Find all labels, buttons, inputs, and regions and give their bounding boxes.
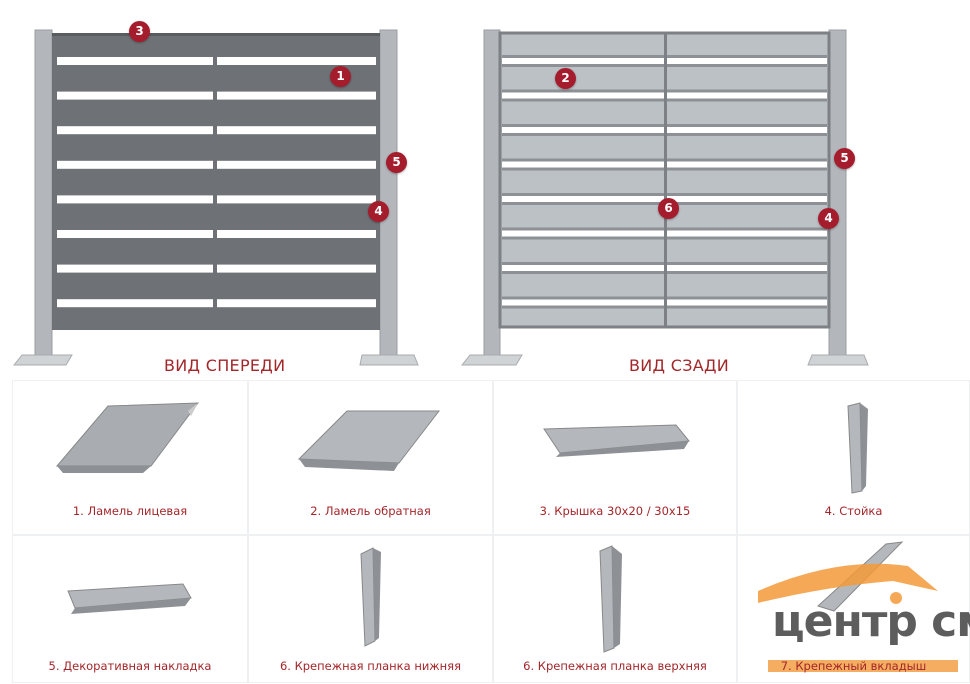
part-label: 1. Ламель лицевая — [72, 504, 188, 518]
lamella-gap — [217, 299, 376, 308]
lamella-gap — [217, 91, 376, 100]
callout-badge: 4 — [368, 201, 389, 222]
part-label: 6. Крепежная планка нижняя — [279, 659, 462, 673]
lamella-gap — [57, 264, 213, 273]
lamella-gap — [217, 264, 376, 273]
front-view-drawing — [12, 29, 419, 366]
watermark-roof-icon — [758, 563, 938, 603]
front-view-title: ВИД СПЕРЕДИ — [164, 356, 286, 375]
lower-mounting-strip-icon — [360, 547, 381, 647]
back-view-title: ВИД СЗАДИ — [629, 356, 730, 375]
lamella-gap — [57, 230, 213, 238]
back-lamella-icon — [297, 410, 441, 471]
part-card-decorative-trim: 5. Декоративная накладка — [12, 535, 248, 683]
lamella-gap — [57, 126, 213, 135]
callout-badge: 2 — [555, 68, 576, 89]
part-card-cap: 3. Крышка 30х20 / 30х15 — [493, 380, 737, 535]
lamella-gap — [57, 160, 213, 169]
back-view-drawing — [460, 29, 869, 366]
part-card-face-lamella: 1. Ламель лицевая — [12, 380, 248, 535]
callout-badge: 4 — [818, 208, 839, 229]
part-card-post: 4. Стойка — [737, 380, 970, 535]
callout-badge: 6 — [658, 198, 679, 219]
callout-badge: 5 — [386, 152, 407, 173]
lamella-gap — [57, 57, 213, 65]
part-card-mounting-insert: 7. Крепежный вкладыш — [737, 535, 970, 683]
lamella-gap — [217, 160, 376, 169]
lamella-gap — [57, 195, 213, 204]
callout-badge: 1 — [330, 66, 351, 87]
callout-badge: 3 — [129, 21, 150, 42]
watermark-logo: центр см — [772, 596, 970, 647]
lamella-gap — [217, 230, 376, 238]
mounting-insert-icon — [758, 541, 958, 672]
part-label: 4. Стойка — [824, 504, 883, 518]
part-label: 5. Декоративная накладка — [48, 659, 212, 673]
part-card-back-lamella: 2. Ламель обратная — [248, 380, 493, 535]
part-label: 2. Ламель обратная — [310, 504, 431, 518]
lamella-gap — [217, 57, 376, 65]
cap-icon — [543, 424, 690, 457]
callout-badge: 5 — [834, 148, 855, 169]
post-icon — [847, 402, 868, 494]
lamella-gap — [217, 126, 376, 135]
lamella-gap — [57, 91, 213, 100]
part-label: 7. Крепежный вкладыш — [780, 659, 927, 673]
part-card-lower-mounting-strip: 6. Крепежная планка нижняя — [248, 535, 493, 683]
part-label: 6. Крепежная планка верхняя — [523, 659, 707, 673]
lamella-gap — [217, 195, 376, 204]
face-lamella-icon — [55, 402, 200, 473]
decorative-trim-icon — [67, 583, 192, 614]
upper-mounting-strip-icon — [599, 545, 622, 653]
part-card-upper-mounting-strip: 6. Крепежная планка верхняя — [493, 535, 737, 683]
part-label: 3. Крышка 30х20 / 30х15 — [539, 504, 691, 518]
lamella-gap — [57, 299, 213, 308]
